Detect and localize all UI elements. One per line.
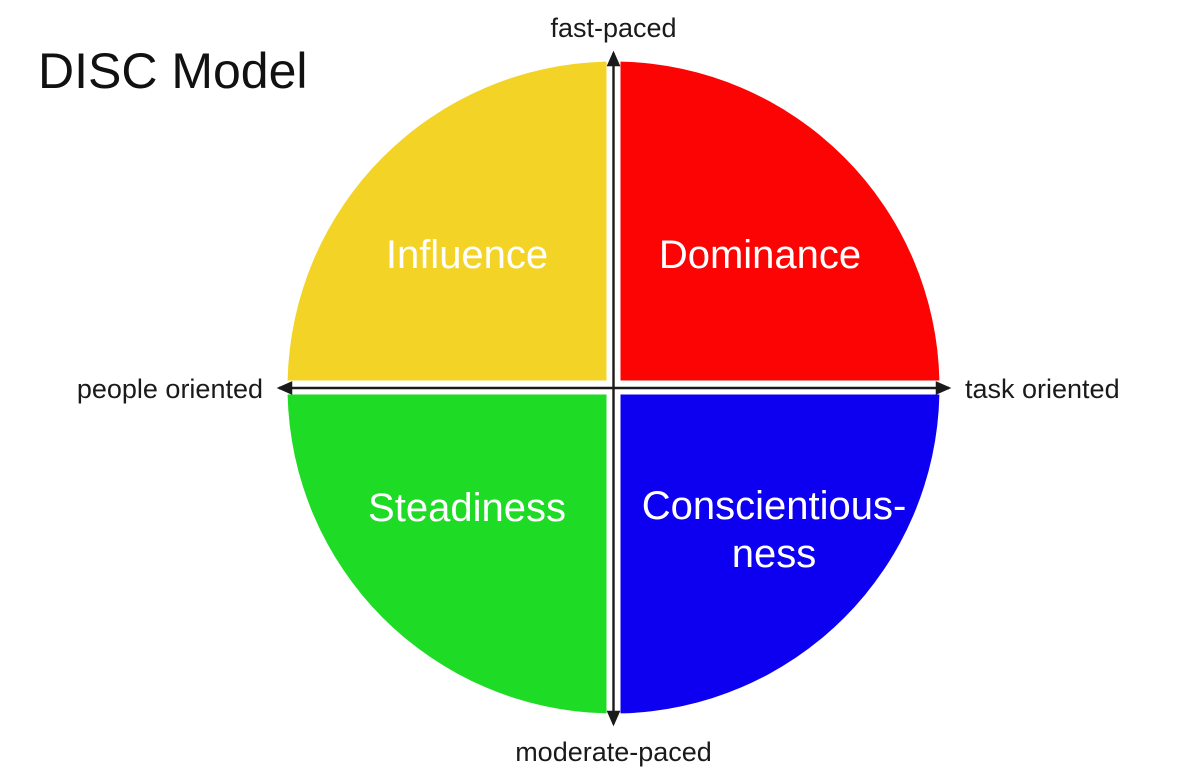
quadrant-conscientiousness	[620, 394, 940, 714]
quadrant-dominance	[620, 61, 940, 381]
page-title: DISC Model	[38, 43, 308, 99]
quadrant-label-steadiness: Steadiness	[368, 486, 566, 530]
quadrant-steadiness	[287, 394, 607, 714]
quadrant-label-conscientiousness-line1: Conscientious-	[642, 484, 907, 528]
axis-label-bottom: moderate-paced	[515, 737, 712, 767]
quadrant-label-conscientiousness-line2: ness	[732, 532, 817, 576]
axis-label-left: people oriented	[77, 374, 263, 404]
axis-label-right: task oriented	[965, 374, 1120, 404]
axis-label-top: fast-paced	[550, 13, 676, 43]
quadrant-influence	[287, 61, 607, 381]
quadrant-label-dominance: Dominance	[659, 233, 861, 277]
quadrant-label-influence: Influence	[386, 233, 548, 277]
